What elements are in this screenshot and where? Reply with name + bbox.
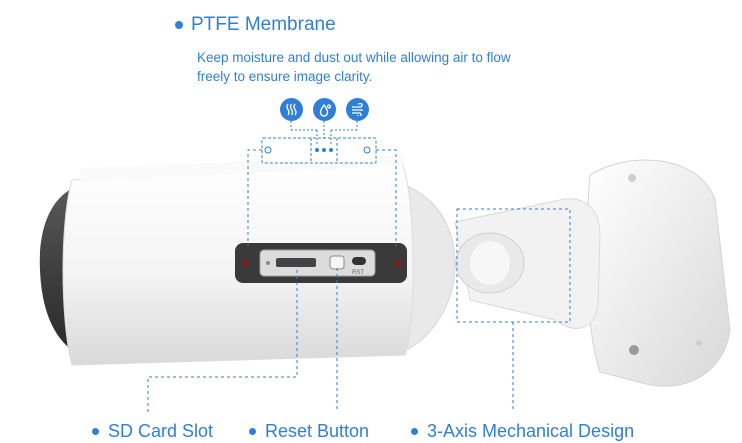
mount-screw-icon (696, 340, 702, 346)
airflow-icon (346, 98, 369, 121)
icon-connectors (290, 121, 358, 145)
wall-mount-base (586, 159, 731, 387)
ptfe-membrane-title: PTFE Membrane (175, 14, 336, 36)
bracket-arm (454, 198, 601, 329)
sd-card-slot (276, 258, 316, 267)
title-text: PTFE Membrane (191, 14, 336, 35)
reset-button (329, 255, 345, 270)
membrane-strip (261, 137, 377, 164)
feature-label: Reset Button (265, 421, 370, 441)
bullet-dot (175, 21, 183, 29)
ptfe-description: Keep moisture and dust out while allowin… (197, 48, 577, 86)
mount-screw-icon (628, 174, 636, 182)
water-drop-icon (313, 98, 336, 121)
description-line-1: Keep moisture and dust out while allowin… (197, 50, 511, 65)
panel-screw-icon (241, 259, 249, 267)
panel-screw-icon (394, 259, 402, 267)
heat-waves-icon (280, 98, 303, 121)
feature-sd-card-slot: SD Card Slot (92, 421, 213, 442)
feature-label: SD Card Slot (108, 421, 214, 441)
mount-screw-icon (629, 345, 639, 355)
callout-lines (147, 149, 571, 412)
bullet-dot (249, 428, 256, 435)
feature-3-axis-design: 3-Axis Mechanical Design (411, 421, 634, 442)
feature-reset-button: Reset Button (249, 421, 369, 442)
description-line-2: freely to ensure image clarity. (197, 69, 373, 84)
bullet-dot (92, 428, 99, 435)
feature-label: 3-Axis Mechanical Design (427, 421, 635, 441)
bullet-dot (411, 428, 418, 435)
rst-text: RST (352, 270, 364, 276)
